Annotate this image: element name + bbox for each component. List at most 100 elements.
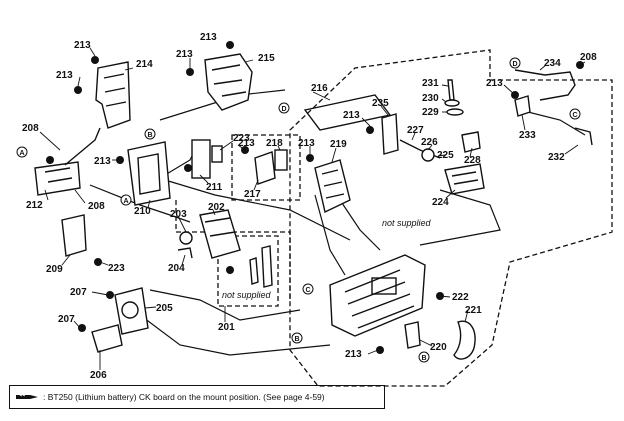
not-supplied-box (217, 235, 279, 307)
part-234-wire (514, 69, 576, 101)
label-201: 201 (218, 322, 235, 333)
flex-cable-2 (164, 179, 351, 241)
label-226: 226 (421, 137, 438, 148)
part-219 (314, 159, 351, 214)
label-234: 234 (544, 58, 561, 69)
part-204 (177, 247, 193, 259)
label-230: 230 (422, 93, 439, 104)
connector-a1: A (16, 146, 28, 158)
label-216: 216 (311, 83, 328, 94)
connector-b1: B (144, 128, 156, 140)
label-207: 207 (58, 314, 75, 325)
part-205-lens (121, 301, 139, 319)
label-213: 213 (176, 49, 193, 60)
label-212: 212 (26, 200, 43, 211)
label-222: 222 (452, 292, 469, 303)
label-213: 213 (486, 78, 503, 89)
part-218 (274, 149, 288, 171)
label-232: 232 (548, 152, 565, 163)
flex-cable-3 (89, 184, 191, 223)
label-215: 215 (258, 53, 275, 64)
part-221 (453, 320, 476, 360)
svg-text:D: D (281, 106, 286, 113)
part-209 (61, 214, 87, 257)
part-212 (34, 161, 81, 196)
label-218: 218 (266, 138, 283, 149)
label-213: 213 (345, 349, 362, 360)
connector-c2: C (569, 108, 581, 120)
label-202: 202 (208, 202, 225, 213)
label-213: 213 (94, 156, 111, 167)
connector-b3: B (418, 351, 430, 363)
right-board-boundary (289, 49, 613, 387)
part-210-board (127, 141, 171, 206)
label-219: 219 (330, 139, 347, 150)
label-221: 221 (465, 305, 482, 316)
label-229: 229 (422, 107, 439, 118)
part-216-board (303, 94, 392, 131)
svg-text:B: B (294, 336, 299, 343)
connector-d1: D (278, 102, 290, 114)
part-214-bracket (95, 61, 131, 129)
label-208: 208 (88, 201, 105, 212)
flex-cable-9 (314, 194, 346, 276)
label-209: 209 (46, 264, 63, 275)
part-233 (514, 95, 531, 117)
flex-cable-10 (519, 109, 586, 136)
label-213: 213 (200, 32, 217, 43)
flex-cable-7 (419, 189, 501, 246)
label-235: 235 (372, 98, 389, 109)
label-208: 208 (580, 52, 597, 63)
label-210: 210 (134, 206, 151, 217)
part-232 (574, 127, 593, 146)
part-228 (461, 131, 481, 153)
mid-sub-boundary (231, 134, 301, 201)
part-220 (404, 321, 421, 349)
label-211: 211 (206, 182, 223, 193)
label-204: 204 (168, 263, 185, 274)
part-229 (446, 108, 464, 116)
footer-text: : BT250 (Lithium battery) CK board on th… (43, 392, 325, 402)
part-208-wire-left (64, 127, 101, 166)
part-206 (91, 324, 123, 353)
connector-a2: A (120, 194, 132, 206)
svg-text:A: A (19, 150, 24, 157)
note-not-supplied: not supplied (382, 218, 432, 228)
part-226 (421, 148, 435, 162)
svg-text:C: C (305, 287, 310, 294)
not-supplied-strip (261, 245, 273, 288)
part-223-top (211, 145, 223, 163)
label-223: 223 (108, 263, 125, 274)
label-207: 207 (70, 287, 87, 298)
footer-note-box: : BT250 (Lithium battery) CK board on th… (9, 385, 385, 409)
label-213: 213 (238, 138, 255, 149)
svg-text:B: B (421, 355, 426, 362)
note-not-supplied: not supplied (222, 290, 272, 300)
part-217 (254, 151, 276, 185)
svg-text:B: B (147, 132, 152, 139)
part-231-post (447, 79, 455, 101)
label-233: 233 (519, 130, 536, 141)
label-205: 205 (156, 303, 173, 314)
label-223: 223 (233, 133, 250, 144)
part-235 (381, 113, 399, 155)
part-203 (179, 231, 193, 245)
label-203: 203 (170, 209, 187, 220)
connector-d2: D (509, 57, 521, 69)
label-227: 227 (407, 125, 424, 136)
label-217: 217 (244, 189, 261, 200)
svg-text:D: D (512, 61, 517, 68)
part-211 (191, 139, 211, 179)
connector-c1: C (302, 283, 314, 295)
label-228: 228 (464, 155, 481, 166)
label-214: 214 (136, 59, 153, 70)
svg-text:A: A (123, 198, 128, 205)
flex-cable-6 (339, 199, 381, 251)
part-230 (444, 99, 460, 107)
label-220: 220 (430, 342, 447, 353)
connector-b2: B (291, 332, 303, 344)
label-206: 206 (90, 370, 107, 381)
part-224 (444, 163, 485, 195)
